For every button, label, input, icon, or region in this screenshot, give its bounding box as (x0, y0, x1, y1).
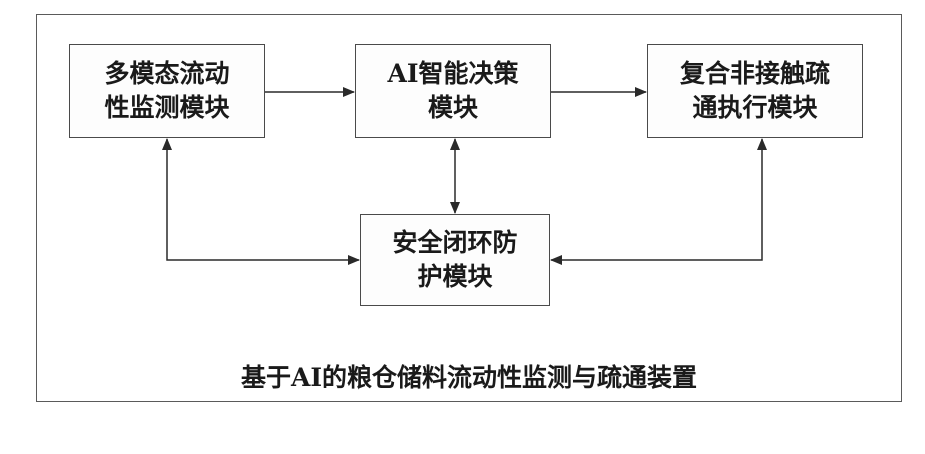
device-caption: 基于AI的粮仓储料流动性监测与疏通装置 (36, 358, 902, 394)
arrow-monitoring-safety-bidirectional (167, 139, 359, 260)
arrow-dredging-safety-bidirectional (551, 139, 762, 260)
